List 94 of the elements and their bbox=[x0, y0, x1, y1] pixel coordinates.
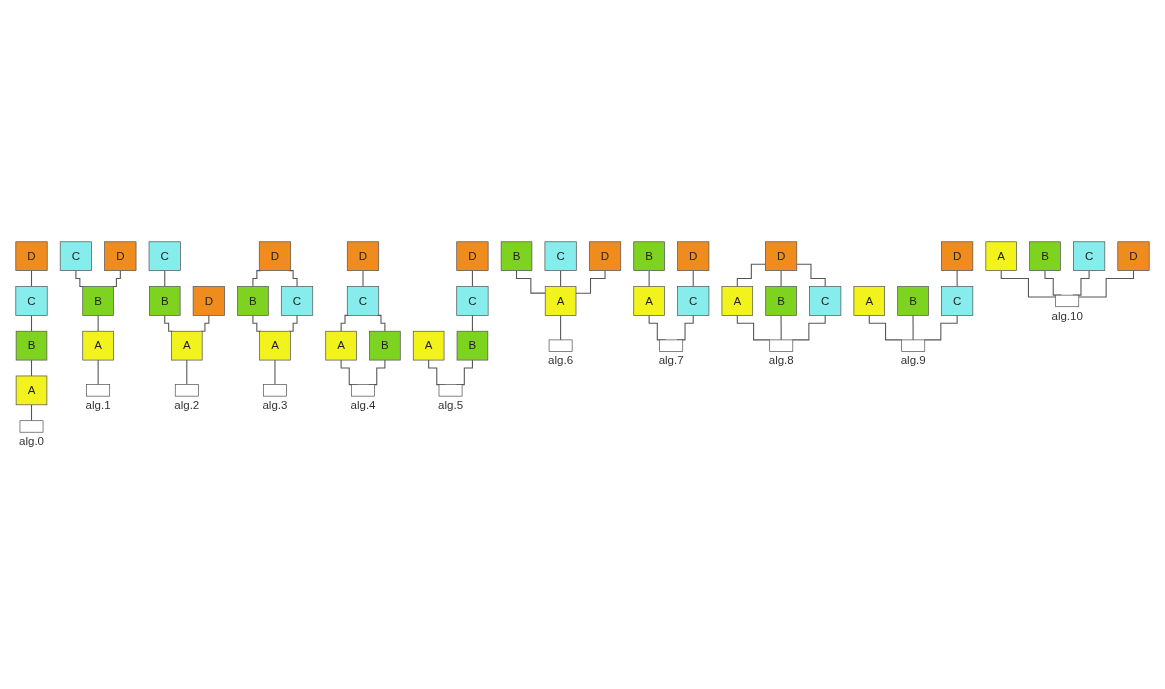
connector-line bbox=[796, 263, 826, 287]
connector-line bbox=[362, 269, 364, 287]
operator-box: C bbox=[15, 285, 48, 316]
operator-box: B bbox=[765, 285, 797, 316]
operator-box: C bbox=[148, 240, 181, 271]
operator-box: A bbox=[15, 375, 48, 405]
operator-box: B bbox=[633, 240, 665, 271]
operator-box: A bbox=[325, 330, 357, 360]
operator-box: B bbox=[369, 330, 401, 360]
connector-line bbox=[792, 314, 826, 340]
operator-box: A bbox=[171, 330, 203, 360]
output-box bbox=[86, 383, 111, 397]
connector-line bbox=[200, 314, 210, 332]
operator-box: B bbox=[1029, 240, 1061, 271]
connector-line bbox=[868, 314, 903, 340]
algorithm-caption: alg.2 bbox=[174, 398, 200, 411]
connector-line bbox=[648, 269, 650, 287]
connector-line bbox=[956, 269, 958, 287]
connector-line bbox=[780, 314, 782, 340]
operator-box: C bbox=[280, 285, 314, 316]
operator-box: C bbox=[677, 285, 710, 316]
algorithm-caption: alg.6 bbox=[548, 354, 574, 366]
connector-line bbox=[97, 359, 99, 385]
operator-box: D bbox=[588, 240, 622, 271]
connector-line bbox=[288, 269, 298, 287]
output-box bbox=[438, 383, 463, 397]
operator-box: A bbox=[259, 330, 291, 360]
operator-box: D bbox=[677, 240, 710, 271]
operator-box: B bbox=[15, 330, 48, 360]
operator-box: C bbox=[1073, 240, 1106, 271]
output-box bbox=[351, 383, 375, 397]
connector-line bbox=[111, 269, 121, 287]
algorithm-caption: alg.10 bbox=[1051, 309, 1083, 322]
operator-box: A bbox=[853, 285, 885, 316]
connector-line bbox=[1000, 269, 1057, 298]
connector-line bbox=[186, 359, 188, 385]
operator-box: C bbox=[544, 240, 577, 271]
operator-box: B bbox=[149, 285, 181, 316]
operator-box: A bbox=[721, 285, 754, 316]
output-box bbox=[263, 383, 287, 397]
algorithm-caption: alg.8 bbox=[768, 354, 794, 366]
connector-line bbox=[97, 314, 99, 332]
operator-box: C bbox=[346, 285, 380, 316]
operator-box: D bbox=[104, 240, 137, 271]
algorithm-caption: alg.9 bbox=[900, 354, 926, 366]
operator-box: B bbox=[456, 330, 489, 360]
algorithm-caption: alg.5 bbox=[438, 398, 464, 411]
operator-box: A bbox=[82, 330, 114, 360]
connector-line bbox=[912, 314, 914, 340]
operator-box: C bbox=[456, 285, 489, 316]
operator-box: D bbox=[15, 240, 48, 271]
connector-line bbox=[340, 314, 350, 332]
connector-line bbox=[274, 359, 276, 385]
algorithm-caption: alg.0 bbox=[19, 434, 44, 447]
operator-box: D bbox=[192, 285, 225, 316]
output-box bbox=[659, 339, 684, 352]
operator-box: A bbox=[985, 240, 1017, 271]
algorithm-caption: alg.7 bbox=[658, 354, 684, 366]
operator-box: D bbox=[1117, 240, 1150, 271]
connector-line bbox=[288, 314, 298, 332]
operator-box: D bbox=[456, 240, 489, 271]
operator-box: C bbox=[59, 240, 92, 271]
connector-line bbox=[1078, 269, 1135, 298]
connector-line bbox=[924, 314, 958, 340]
algorithm-caption: alg.1 bbox=[85, 398, 111, 411]
connector-line bbox=[736, 263, 766, 287]
connector-line bbox=[376, 314, 386, 332]
output-box bbox=[1055, 294, 1080, 307]
output-box bbox=[769, 339, 794, 352]
operator-box: D bbox=[258, 240, 292, 271]
operator-box: A bbox=[544, 285, 577, 316]
operator-box: B bbox=[237, 285, 269, 316]
connector-line bbox=[252, 269, 262, 287]
connector-line bbox=[780, 269, 782, 287]
operator-box: D bbox=[346, 240, 380, 271]
operator-box: D bbox=[941, 240, 974, 271]
operator-box: B bbox=[500, 240, 533, 271]
output-box bbox=[174, 383, 199, 397]
connector-line bbox=[560, 314, 562, 340]
operator-box: A bbox=[633, 285, 665, 316]
operator-box: B bbox=[82, 285, 114, 316]
output-box bbox=[19, 419, 44, 433]
output-box bbox=[901, 339, 926, 352]
operator-box: C bbox=[809, 285, 842, 316]
output-box bbox=[548, 339, 573, 352]
connector-line bbox=[516, 269, 546, 294]
operator-box: D bbox=[765, 240, 798, 271]
algorithm-caption: alg.4 bbox=[350, 398, 376, 411]
operator-box: B bbox=[897, 285, 929, 316]
operator-box: A bbox=[412, 330, 445, 360]
connector-line bbox=[575, 269, 606, 294]
algorithm-caption: alg.3 bbox=[262, 398, 288, 411]
connector-line bbox=[736, 314, 771, 340]
operator-box: C bbox=[941, 285, 974, 316]
